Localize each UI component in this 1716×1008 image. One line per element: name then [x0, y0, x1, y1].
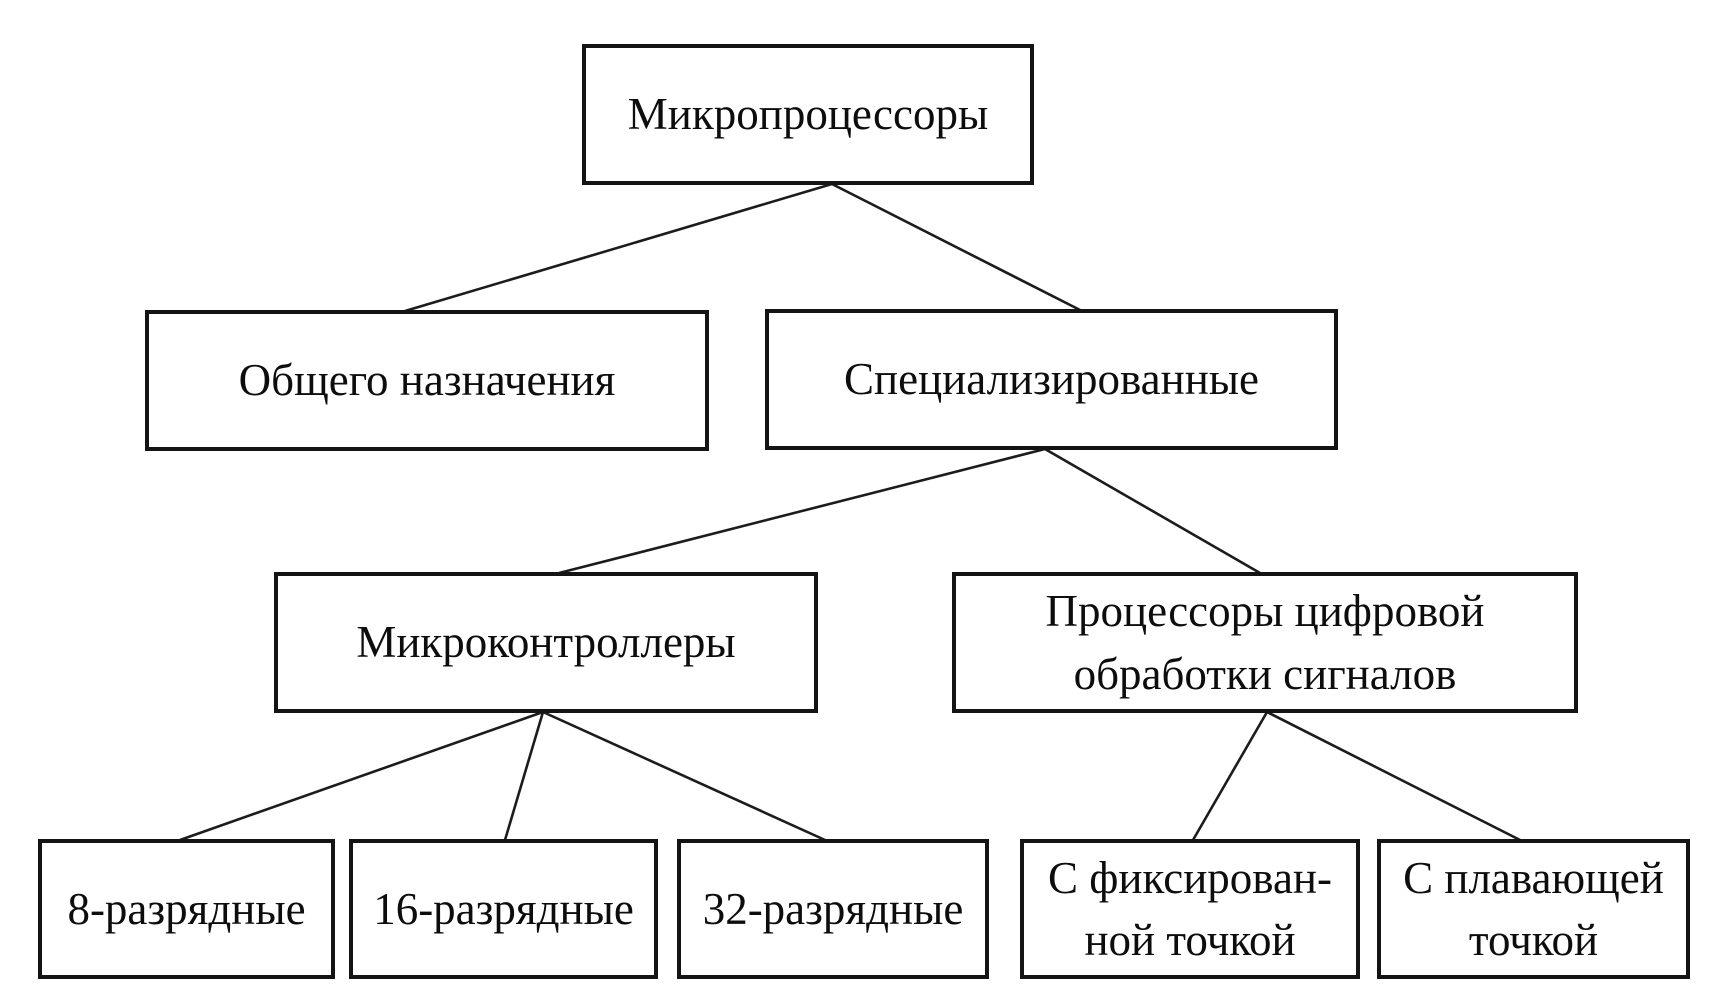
node-microcontrollers: Микроконтроллеры: [274, 572, 818, 713]
edge-specialized-to-dsp: [1044, 447, 1261, 575]
node-general-purpose: Общего назначения: [145, 310, 709, 451]
node-fixed-point: С фиксирован- ной точкой: [1020, 839, 1360, 979]
node-microprocessors: Микропроцессоры: [582, 44, 1034, 185]
node-floating-point: С плавающей точкой: [1377, 839, 1690, 979]
node-8bit: 8-разрядные: [38, 839, 335, 979]
edge-root-to-general: [404, 182, 833, 313]
node-microcontrollers-label: Микроконтроллеры: [356, 617, 736, 668]
edge-mcu-to-16bit: [503, 711, 545, 841]
node-general-purpose-label: Общего назначения: [238, 355, 616, 406]
node-32bit-label: 32-разрядные: [702, 883, 964, 934]
edge-dsp-to-fixed-point: [1191, 711, 1269, 841]
node-fixed-point-label: С фиксирован- ной точкой: [1048, 852, 1332, 965]
edge-dsp-to-floating-point: [1266, 710, 1521, 842]
node-8bit-label: 8-разрядные: [67, 883, 306, 934]
node-specialized-label: Специализированные: [844, 354, 1259, 405]
node-floating-point-label: С плавающей точкой: [1403, 852, 1664, 965]
edge-mcu-to-8bit: [179, 710, 544, 842]
node-16bit-label: 16-разрядные: [373, 883, 634, 934]
node-16bit: 16-разрядные: [349, 839, 658, 979]
edge-root-to-specialized: [831, 182, 1081, 312]
edge-mcu-to-32bit: [542, 710, 826, 842]
node-specialized: Специализированные: [765, 309, 1338, 450]
node-32bit: 32-разрядные: [677, 839, 989, 979]
node-dsp-label: Процессоры цифровой обработки сигналов: [1045, 586, 1485, 699]
edge-specialized-to-mcu: [558, 447, 1046, 575]
node-microprocessors-label: Микропроцессоры: [627, 89, 989, 140]
node-dsp: Процессоры цифровой обработки сигналов: [952, 572, 1578, 713]
